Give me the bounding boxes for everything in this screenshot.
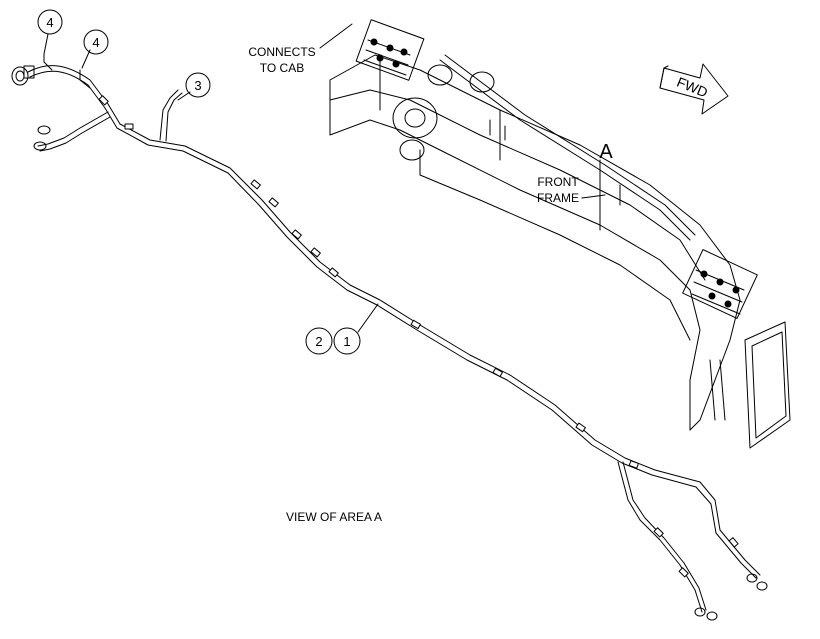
end-plate <box>744 321 791 449</box>
callout-4b-text: 4 <box>92 35 99 50</box>
fwd-arrow: FWD <box>659 63 729 115</box>
harness-branch-upper <box>159 89 179 141</box>
cable-clips <box>98 95 739 578</box>
callout-1-text: 1 <box>343 334 350 349</box>
front-frame-line1: FRONT <box>537 175 579 189</box>
callout-bubble-4b <box>83 29 109 55</box>
callout-bubbles: 4 4 3 2 1 <box>37 9 361 355</box>
callout-4a-text: 4 <box>46 15 53 30</box>
valve-bank-upper <box>355 19 425 81</box>
harness-branch-lower <box>617 461 703 613</box>
view-caption: VIEW OF AREA A <box>286 510 382 524</box>
leader-1-2 <box>357 303 379 333</box>
harness-main-cable <box>27 65 761 576</box>
harness-connectors <box>11 65 768 621</box>
front-frame-drawing <box>319 19 791 449</box>
leader-3 <box>177 91 191 101</box>
callout-bubble-2 <box>305 327 333 355</box>
connects-to-cab-line1: CONNECTS <box>248 45 315 59</box>
harness-branch-left <box>37 111 109 147</box>
leader-connects-to-cab <box>319 23 353 49</box>
leader-front-frame <box>581 194 606 199</box>
boom-outline <box>329 54 741 431</box>
fwd-arrow-shape <box>659 63 729 115</box>
leader-4a <box>43 33 49 55</box>
callout-2-text: 2 <box>315 334 322 349</box>
wiring-harness <box>11 33 768 621</box>
callout-bubble-4a <box>37 9 63 35</box>
valve-bank-lower <box>682 249 758 319</box>
area-label: A <box>599 141 613 163</box>
callout-3-text: 3 <box>194 78 201 93</box>
callout-bubble-3 <box>185 72 211 98</box>
front-frame-line2: FRAME <box>537 191 579 205</box>
leader-4b <box>81 49 91 69</box>
connects-to-cab-line2: TO CAB <box>260 61 304 75</box>
callout-bubble-1 <box>333 327 361 355</box>
